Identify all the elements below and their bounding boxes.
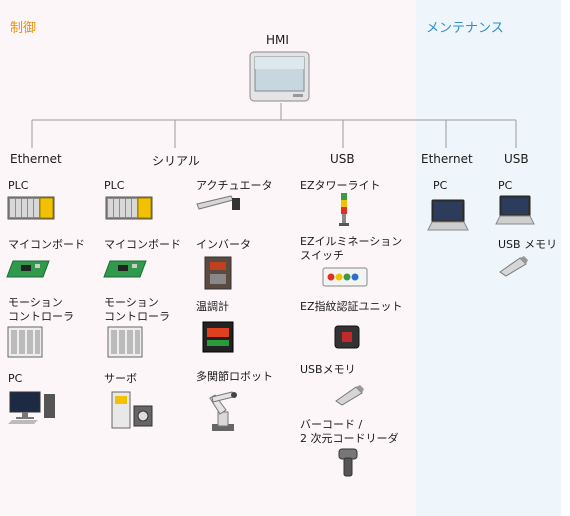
maintenance-section-title: メンテナンス (426, 21, 504, 36)
hmi-label: HMI (266, 33, 289, 47)
fingerprint-unit-icon (334, 325, 360, 349)
inverter-icon (204, 256, 232, 290)
category-ethernet: Ethernet (10, 152, 62, 166)
category-maintenance-ethernet: Ethernet (421, 152, 473, 166)
ethernet-microcomputer-label: マイコンボード (8, 238, 85, 251)
usb-illumination-label-1: EZイルミネーション (300, 235, 403, 248)
usb-tower-light-label: EZタワーライト (300, 179, 381, 192)
temperature-controller-icon (202, 321, 234, 353)
category-usb: USB (330, 152, 355, 166)
microcomputer-board-icon (103, 260, 147, 278)
maintenance-ethernet-pc-label: PC (433, 179, 448, 192)
actuator-icon (196, 195, 240, 210)
articulated-robot-icon (209, 391, 237, 431)
serial-motion-label-2: コントローラ (104, 310, 170, 323)
plc-icon (105, 196, 153, 220)
usb-memory-label: USBメモリ (300, 363, 356, 376)
ethernet-pc-label: PC (8, 372, 23, 385)
plc-icon (7, 196, 55, 220)
serial-temp-controller-label: 温調計 (196, 300, 229, 313)
serial-inverter-label: インバータ (196, 238, 251, 251)
laptop-icon (495, 195, 535, 225)
category-maintenance-usb: USB (504, 152, 529, 166)
ethernet-motion-label-2: コントローラ (8, 310, 74, 323)
serial-robot-label: 多関節ロボット (196, 370, 273, 383)
tower-light-icon (339, 193, 349, 226)
usb-barcode-label-1: バーコード / (300, 418, 363, 431)
illumination-switch-icon (322, 267, 368, 287)
usb-memory-icon (499, 256, 528, 277)
motion-controller-icon (7, 326, 43, 358)
usb-illumination-label-2: スイッチ (300, 249, 344, 262)
serial-actuator-label: アクチュエータ (196, 179, 273, 192)
maintenance-usb-pc-label: PC (498, 179, 513, 192)
laptop-icon (427, 199, 469, 231)
serial-plc-label: PLC (104, 179, 125, 192)
usb-fingerprint-label: EZ指紋認証ユニット (300, 300, 403, 313)
desktop-pc-icon (8, 391, 55, 424)
servo-icon (111, 391, 153, 429)
hmi-panel-icon (249, 51, 310, 102)
serial-servo-label: サーボ (104, 372, 137, 385)
motion-controller-icon (107, 326, 143, 358)
ethernet-motion-label-1: モーション (8, 296, 63, 309)
maintenance-zone (416, 0, 561, 516)
serial-microcomputer-label: マイコンボード (104, 238, 181, 251)
usb-memory-icon (335, 385, 364, 406)
control-section-title: 制御 (10, 21, 37, 36)
serial-motion-label-1: モーション (104, 296, 159, 309)
maintenance-usb-memory-label: USB メモリ (498, 238, 558, 251)
microcomputer-board-icon (6, 260, 50, 278)
barcode-reader-icon (338, 448, 358, 477)
ethernet-plc-label: PLC (8, 179, 29, 192)
usb-barcode-label-2: 2 次元コードリーダ (300, 432, 399, 445)
category-serial: シリアル (152, 154, 200, 168)
